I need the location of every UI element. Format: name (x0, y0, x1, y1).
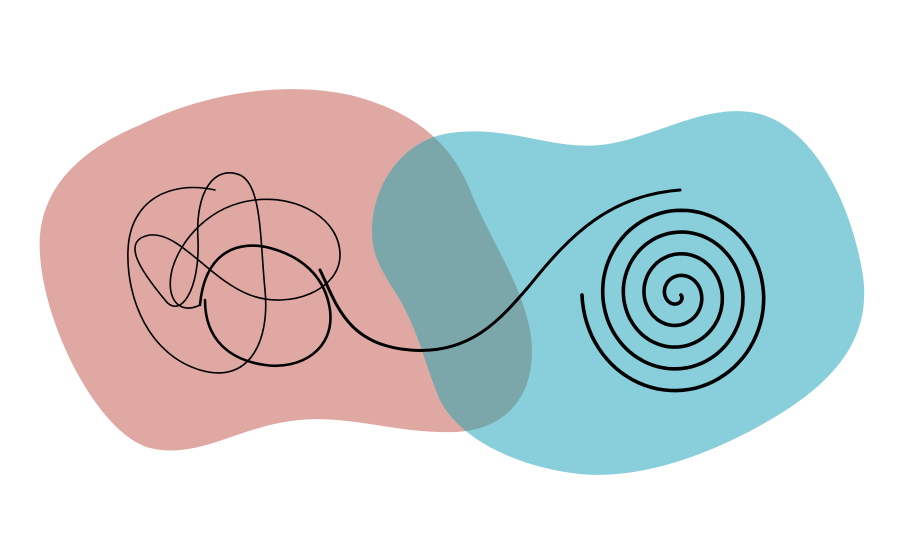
tangled-scribble (127, 172, 341, 374)
connecting-line (318, 188, 682, 352)
spiral (580, 208, 766, 393)
